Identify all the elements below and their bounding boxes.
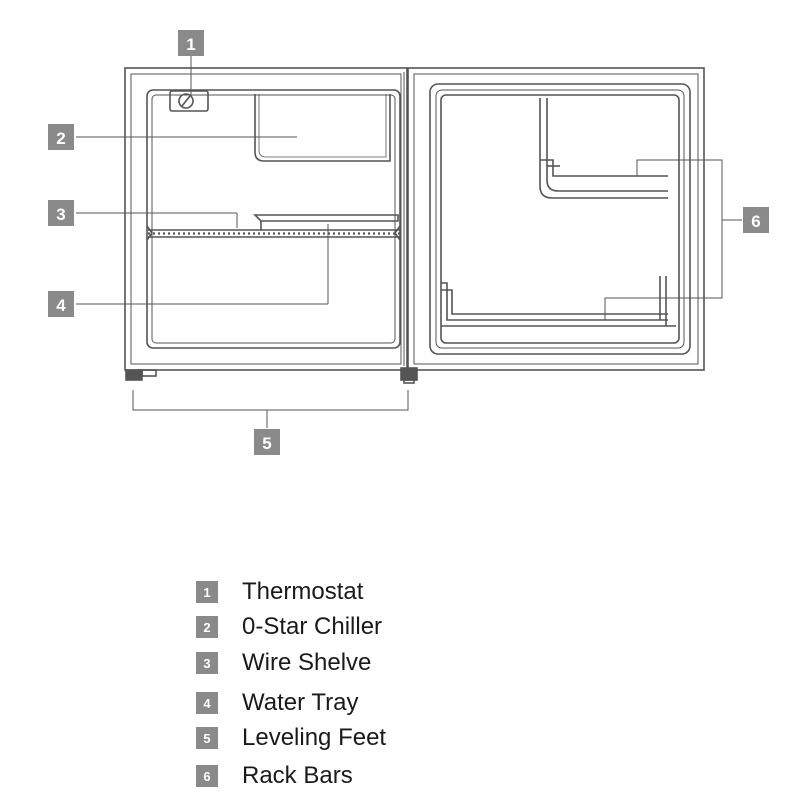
leveling-feet xyxy=(125,367,418,384)
legend-item-chiller: 2 0-Star Chiller xyxy=(196,613,382,641)
legend-badge-6: 6 xyxy=(196,765,218,787)
callout-badge-4: 4 xyxy=(48,291,74,317)
callout-number-5: 5 xyxy=(262,434,271,453)
legend-badge-3: 3 xyxy=(196,652,218,674)
legend-badge-1: 1 xyxy=(196,581,218,603)
callout-badge-6: 6 xyxy=(743,207,769,233)
legend-label-thermostat: Thermostat xyxy=(242,578,364,605)
wire-shelf xyxy=(146,225,401,241)
legend-label-water-tray: Water Tray xyxy=(242,689,359,716)
leader-lines xyxy=(76,56,742,428)
fridge-door xyxy=(403,67,705,371)
callout-number-4: 4 xyxy=(56,296,66,315)
legend-label-rack-bars: Rack Bars xyxy=(242,762,353,789)
callout-badge-5: 5 xyxy=(254,429,280,455)
legend-label-leveling-feet: Leveling Feet xyxy=(242,724,387,751)
legend-item-leveling-feet: 5 Leveling Feet xyxy=(196,724,386,752)
water-tray xyxy=(253,214,399,230)
door-rack-upper xyxy=(539,98,668,199)
callout-badge-2: 2 xyxy=(48,124,74,150)
legend-item-thermostat: 1 Thermostat xyxy=(196,578,363,606)
legend-label-chiller: 0-Star Chiller xyxy=(242,613,383,640)
legend-item-water-tray: 4 Water Tray xyxy=(196,689,358,717)
callout-number-1: 1 xyxy=(186,35,195,54)
chiller-compartment xyxy=(254,94,391,162)
callout-number-3: 3 xyxy=(56,205,65,224)
legend-item-rack-bars: 6 Rack Bars xyxy=(196,762,353,790)
legend-label-wire-shelve: Wire Shelve xyxy=(242,649,372,676)
callout-badge-1: 1 xyxy=(178,30,204,56)
callout-number-2: 2 xyxy=(56,129,65,148)
legend-badge-5: 5 xyxy=(196,727,218,749)
callout-number-6: 6 xyxy=(751,212,760,231)
legend-item-wire-shelve: 3 Wire Shelve xyxy=(196,649,371,677)
callout-badges: 1 2 3 4 5 6 xyxy=(48,30,769,455)
callout-badge-3: 3 xyxy=(48,200,74,226)
fridge-diagram: 1 2 3 4 5 6 xyxy=(48,30,769,455)
thermostat-knob xyxy=(169,90,209,112)
legend-badge-4: 4 xyxy=(196,692,218,714)
fridge-cabinet xyxy=(124,67,408,371)
legend-badge-2: 2 xyxy=(196,616,218,638)
door-rack-lower xyxy=(441,276,676,327)
